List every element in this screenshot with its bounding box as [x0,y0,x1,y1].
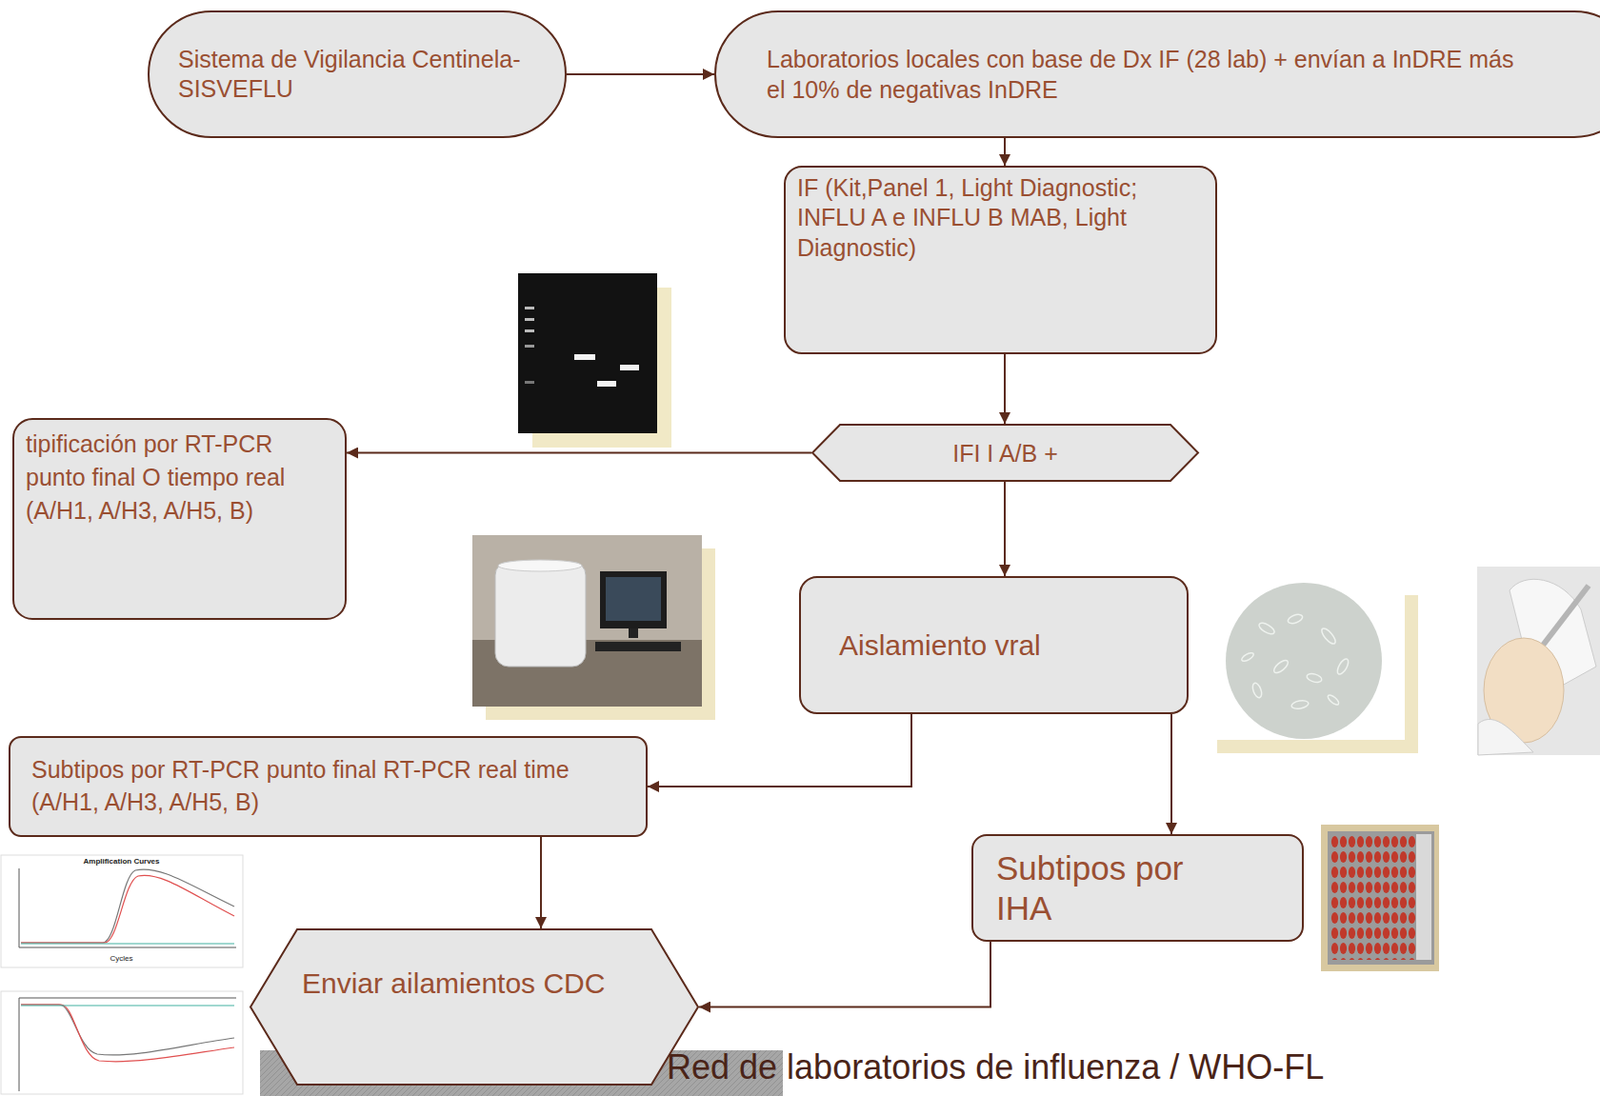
node-text-block: Sistema de Vigilancia Centinela-SISVEFLU [178,44,539,105]
flow-arrow [540,837,542,929]
node-outline-path [800,577,1188,714]
node-text-block: Aislamiento vral [839,627,1041,664]
process-box: Aislamiento vral [799,576,1189,715]
node-outline-path [715,11,1600,138]
node-outline [147,10,567,139]
node-outline [714,10,1600,139]
node-outline-path [148,11,566,138]
node-text-block: Subtipos por RT-PCR punto final RT-PCR r… [31,754,629,820]
process-box: tipificación por RT-PCR punto final O ti… [12,418,347,620]
node-text-block: IFI I A/B + [952,439,1058,468]
surveillance-oval: Sistema de Vigilancia Centinela-SISVEFLU [147,10,567,139]
node-text: Subtipos por IHA [996,848,1216,929]
node-text: Aislamiento vral [839,627,1041,664]
gel-photo [518,273,672,448]
node-outline-path [784,166,1217,354]
node-text: IF (Kit,Panel 1, Light Diagnostic; INFLU… [797,173,1204,263]
flow-arrow [1003,138,1006,166]
flow-arrow [1003,354,1006,424]
cell-culture-photo [1203,581,1419,754]
flow-arrow [566,73,715,76]
flow-arrow [346,452,812,455]
process-box: Subtipos por IHA [971,834,1304,942]
node-text-block: IF (Kit,Panel 1, Light Diagnostic; INFLU… [797,173,1204,263]
node-outline [249,928,700,1086]
process-box: IF (Kit,Panel 1, Light Diagnostic; INFLU… [783,165,1218,355]
chart-title: Amplification Curves [0,857,243,866]
node-outline-path [13,419,346,620]
flow-arrow [647,714,912,787]
axis-label: Cycles [0,954,243,963]
node-outline-path [250,929,699,1085]
flow-arrow [1003,481,1006,577]
footer-banner-text: Red de laboratorios de influenza / WHO-F… [666,1047,1324,1087]
egg-inoculation-photo [1477,566,1600,756]
node-outline [8,736,648,838]
decision-hexagon: IFI I A/B + [811,423,1200,482]
process-box: Subtipos por RT-PCR punto final RT-PCR r… [8,736,648,838]
amplification-plot [0,855,243,968]
node-text: Sistema de Vigilancia Centinela-SISVEFLU [178,44,539,105]
node-outline-path [812,424,1199,481]
local-labs-oval: Laboratorios locales con base de Dx IF (… [714,10,1600,139]
node-text-block: Laboratorios locales con base de Dx IF (… [766,43,1529,106]
thermocycler-photo [472,535,716,720]
hemagglutination-plate-photo [1320,824,1440,972]
node-outline-path [9,737,647,837]
node-text: Subtipos por RT-PCR punto final RT-PCR r… [31,754,629,820]
output-hexagon: Enviar ailamientos CDC [249,928,700,1086]
node-text-block: Enviar ailamientos CDC [301,966,605,1001]
node-text-block: tipificación por RT-PCR punto final O ti… [25,427,334,528]
node-text: IFI I A/B + [952,439,1058,468]
node-text: tipificación por RT-PCR punto final O ti… [25,427,334,528]
derivative-plot [0,991,243,1095]
node-text: Enviar ailamientos CDC [301,966,605,1001]
flow-arrow [699,941,991,1008]
node-outline-path [972,835,1303,941]
node-text: Laboratorios locales con base de Dx IF (… [766,43,1529,106]
flow-arrow [1170,714,1173,835]
node-text-block: Subtipos por IHA [996,848,1216,929]
